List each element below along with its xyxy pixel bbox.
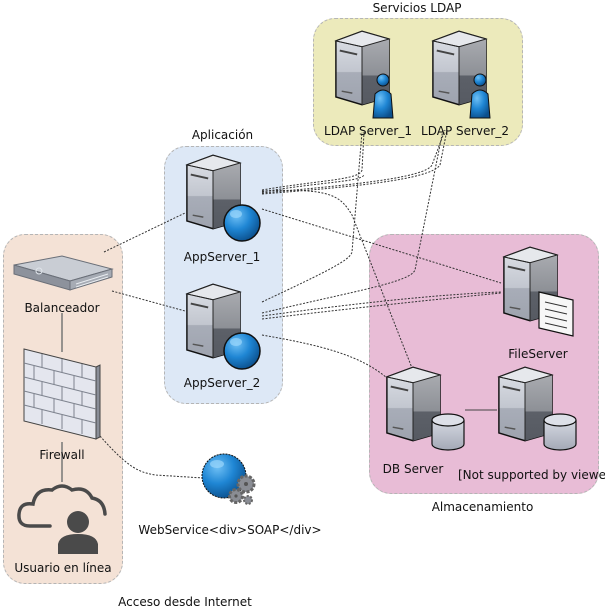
- ldap-server-1[interactable]: [333, 28, 403, 120]
- load-balancer-icon: [13, 255, 114, 291]
- database-server[interactable]: [384, 364, 468, 456]
- user-figure-icon: [372, 73, 394, 119]
- ldap-server-1-label: LDAP Server_1: [324, 124, 412, 138]
- edge-app1-ldap2: [261, 129, 446, 194]
- web-service-label: WebService<div>SOAP</div>: [138, 523, 322, 537]
- database-server-label: DB Server: [382, 462, 444, 476]
- web-server-icon: [185, 154, 261, 242]
- ldap-server-2[interactable]: [430, 28, 500, 120]
- globe-icon: [223, 332, 261, 370]
- online-user-label: Usuario en línea: [14, 561, 112, 575]
- online-user[interactable]: [16, 482, 110, 554]
- load-balancer[interactable]: [10, 255, 115, 295]
- edge-app2-dbserver: [261, 334, 388, 379]
- edge-firewall-webservice: [99, 435, 204, 479]
- file-server-icon: [502, 246, 574, 337]
- app-server-1[interactable]: [184, 152, 264, 244]
- web-server-icon: [185, 283, 261, 370]
- web-service[interactable]: [200, 450, 265, 510]
- ldap-server-user-icon: [334, 30, 394, 119]
- edge-app2-ldap2: [261, 129, 444, 314]
- edge-balancer-app1: [103, 212, 186, 253]
- group-title-storage: Almacenamiento: [431, 500, 534, 514]
- app-server-2[interactable]: [184, 281, 264, 373]
- gears-icon: [228, 474, 256, 505]
- group-title-application: Aplicación: [191, 128, 254, 142]
- load-balancer-label: Balanceador: [24, 301, 100, 315]
- database-server-icon: [497, 366, 577, 451]
- firewall-icon: [23, 348, 101, 440]
- group-title-internet: Acceso desde Internet: [118, 595, 252, 609]
- edge-app1-fileserver: [261, 208, 502, 284]
- firewall-label: Firewall: [39, 448, 85, 462]
- database-server-icon: [385, 366, 465, 451]
- globe-icon: [223, 204, 261, 242]
- app-server-1-label: AppServer_1: [183, 250, 261, 264]
- file-server-label: FileServer: [508, 347, 568, 361]
- edge-app2-fileserver-b: [261, 292, 502, 320]
- user-figure-icon: [469, 73, 491, 119]
- cloud-user-icon: [17, 484, 107, 554]
- edge-app1-dbserver: [261, 189, 413, 369]
- document-icon: [538, 291, 574, 337]
- edge-balancer-app2: [111, 290, 186, 312]
- group-title-ldap: Servicios LDAP: [372, 1, 462, 15]
- database-cylinder-icon: [431, 413, 465, 451]
- ldap-server-2-label: LDAP Server_2: [421, 124, 509, 138]
- edge-app1-ldap2b: [261, 129, 448, 195]
- app-server-2-label: AppServer_2: [183, 376, 261, 390]
- database-replica-server[interactable]: [496, 364, 580, 456]
- edge-app2-ldap1: [261, 131, 363, 303]
- database-cylinder-icon: [543, 413, 577, 451]
- edge-app2-fileserver-a: [261, 291, 502, 317]
- firewall[interactable]: [22, 347, 102, 442]
- file-server[interactable]: [501, 244, 576, 339]
- database-replica-label: [Not supported by viewer]: [458, 468, 605, 482]
- edge-app1-ldap1: [261, 131, 365, 191]
- edge-app1-ldap1b: [261, 174, 365, 193]
- web-service-icon: [201, 453, 256, 505]
- ldap-server-user-icon: [431, 30, 491, 119]
